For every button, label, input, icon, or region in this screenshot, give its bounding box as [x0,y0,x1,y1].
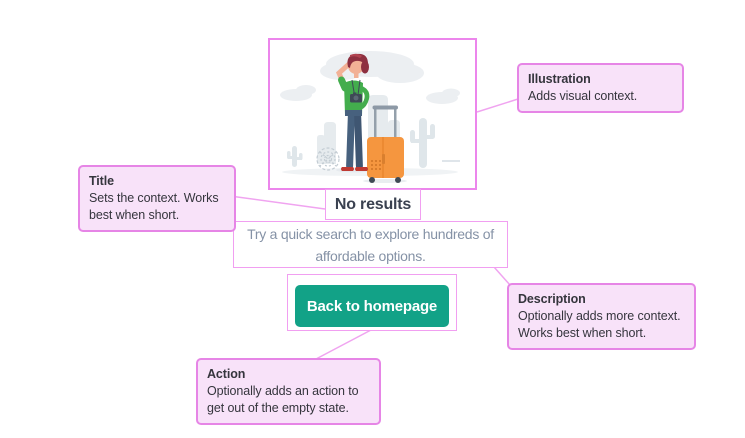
tumbleweed-icon [316,147,340,171]
callout-description-title: Description [518,292,586,306]
traveler-figure [335,53,370,171]
suitcase-icon [367,105,404,183]
callout-title-body: Sets the context. Works best when short. [89,191,219,222]
callout-description-body: Optionally adds more context. Works best… [518,309,681,340]
connector-line-title [229,195,326,210]
callout-title: Title Sets the context. Works best when … [78,165,236,232]
connector-line-description [493,266,511,286]
empty-state-title-outline: No results [325,189,421,220]
empty-state-illustration [280,51,460,183]
empty-state-description-outline: Try a quick search to explore hundreds o… [233,221,508,268]
clouds-icon [280,51,460,104]
connector-line-illustration [476,98,519,113]
cactus-icons [287,118,435,168]
callout-illustration-title: Illustration [528,72,591,86]
empty-state-title: No results [334,195,412,213]
callout-description: Description Optionally adds more context… [507,283,696,350]
callout-action-title: Action [207,367,246,381]
connector-line-action [315,329,372,360]
callout-illustration-body: Adds visual context. [528,89,638,103]
back-to-homepage-label: Back to homepage [306,297,438,315]
callout-action-body: Optionally adds an action to get out of … [207,384,359,415]
callout-action: Action Optionally adds an action to get … [196,358,381,425]
callout-illustration: Illustration Adds visual context. [517,63,684,113]
back-to-homepage-button[interactable]: Back to homepage [295,285,449,327]
empty-state-description: Try a quick search to explore hundreds o… [247,225,494,264]
illustration-frame [268,38,477,190]
callout-title-title: Title [89,174,114,188]
